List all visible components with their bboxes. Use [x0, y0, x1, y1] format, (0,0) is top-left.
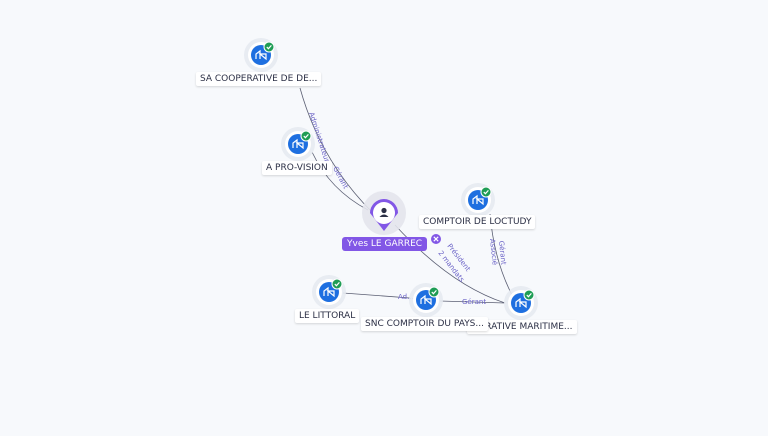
- verified-check-icon: [523, 289, 535, 301]
- verified-check-icon: [300, 130, 312, 142]
- person-label[interactable]: Yves LE GARREC: [342, 237, 428, 251]
- company-node-sa-coop[interactable]: [244, 38, 278, 72]
- edge-label-loctudy-maritime-1: Gérant: [497, 240, 507, 265]
- edge-label-person-apro: Gérant: [331, 165, 349, 190]
- person-icon: [379, 207, 389, 217]
- edge-label-loctudy-maritime-2: Associé: [488, 238, 499, 265]
- company-node-coop-maritime[interactable]: [504, 286, 538, 320]
- company-label-le-littoral[interactable]: LE LITTORAL: [295, 309, 360, 323]
- company-node-a-pro-vision[interactable]: [281, 127, 315, 161]
- edge-person-sa-coop[interactable]: [299, 87, 373, 213]
- company-node-le-littoral[interactable]: [312, 275, 346, 309]
- edge-label-snc-maritime: Gérant: [462, 298, 486, 306]
- edge-label-littoral-snc: Ad...: [398, 293, 414, 301]
- remove-link-icon[interactable]: [431, 234, 441, 244]
- person-node[interactable]: [362, 191, 406, 235]
- edge-littoral-snc[interactable]: [342, 292, 411, 299]
- edge-snc-coop-maritime[interactable]: [439, 300, 506, 304]
- verified-check-icon: [428, 286, 440, 298]
- edge-person-a-pro-vision[interactable]: [311, 151, 369, 211]
- company-node-snc-comptoir[interactable]: [409, 283, 443, 317]
- company-label-sa-coop[interactable]: SA COOPERATIVE DE DE...: [196, 72, 322, 86]
- verified-check-icon: [331, 278, 343, 290]
- verified-check-icon: [263, 41, 275, 53]
- company-label-comptoir-loctudy[interactable]: COMPTOIR DE LOCTUDY: [419, 215, 536, 229]
- company-label-coop-maritime[interactable]: ...ERATIVE MARITIME...: [467, 320, 577, 334]
- verified-check-icon: [480, 186, 492, 198]
- company-label-snc-comptoir[interactable]: SNC COMPTOIR DU PAYS...: [361, 317, 488, 331]
- company-node-comptoir-loctudy[interactable]: [461, 183, 495, 217]
- company-label-a-pro-vision[interactable]: A PRO-VISION: [262, 161, 332, 175]
